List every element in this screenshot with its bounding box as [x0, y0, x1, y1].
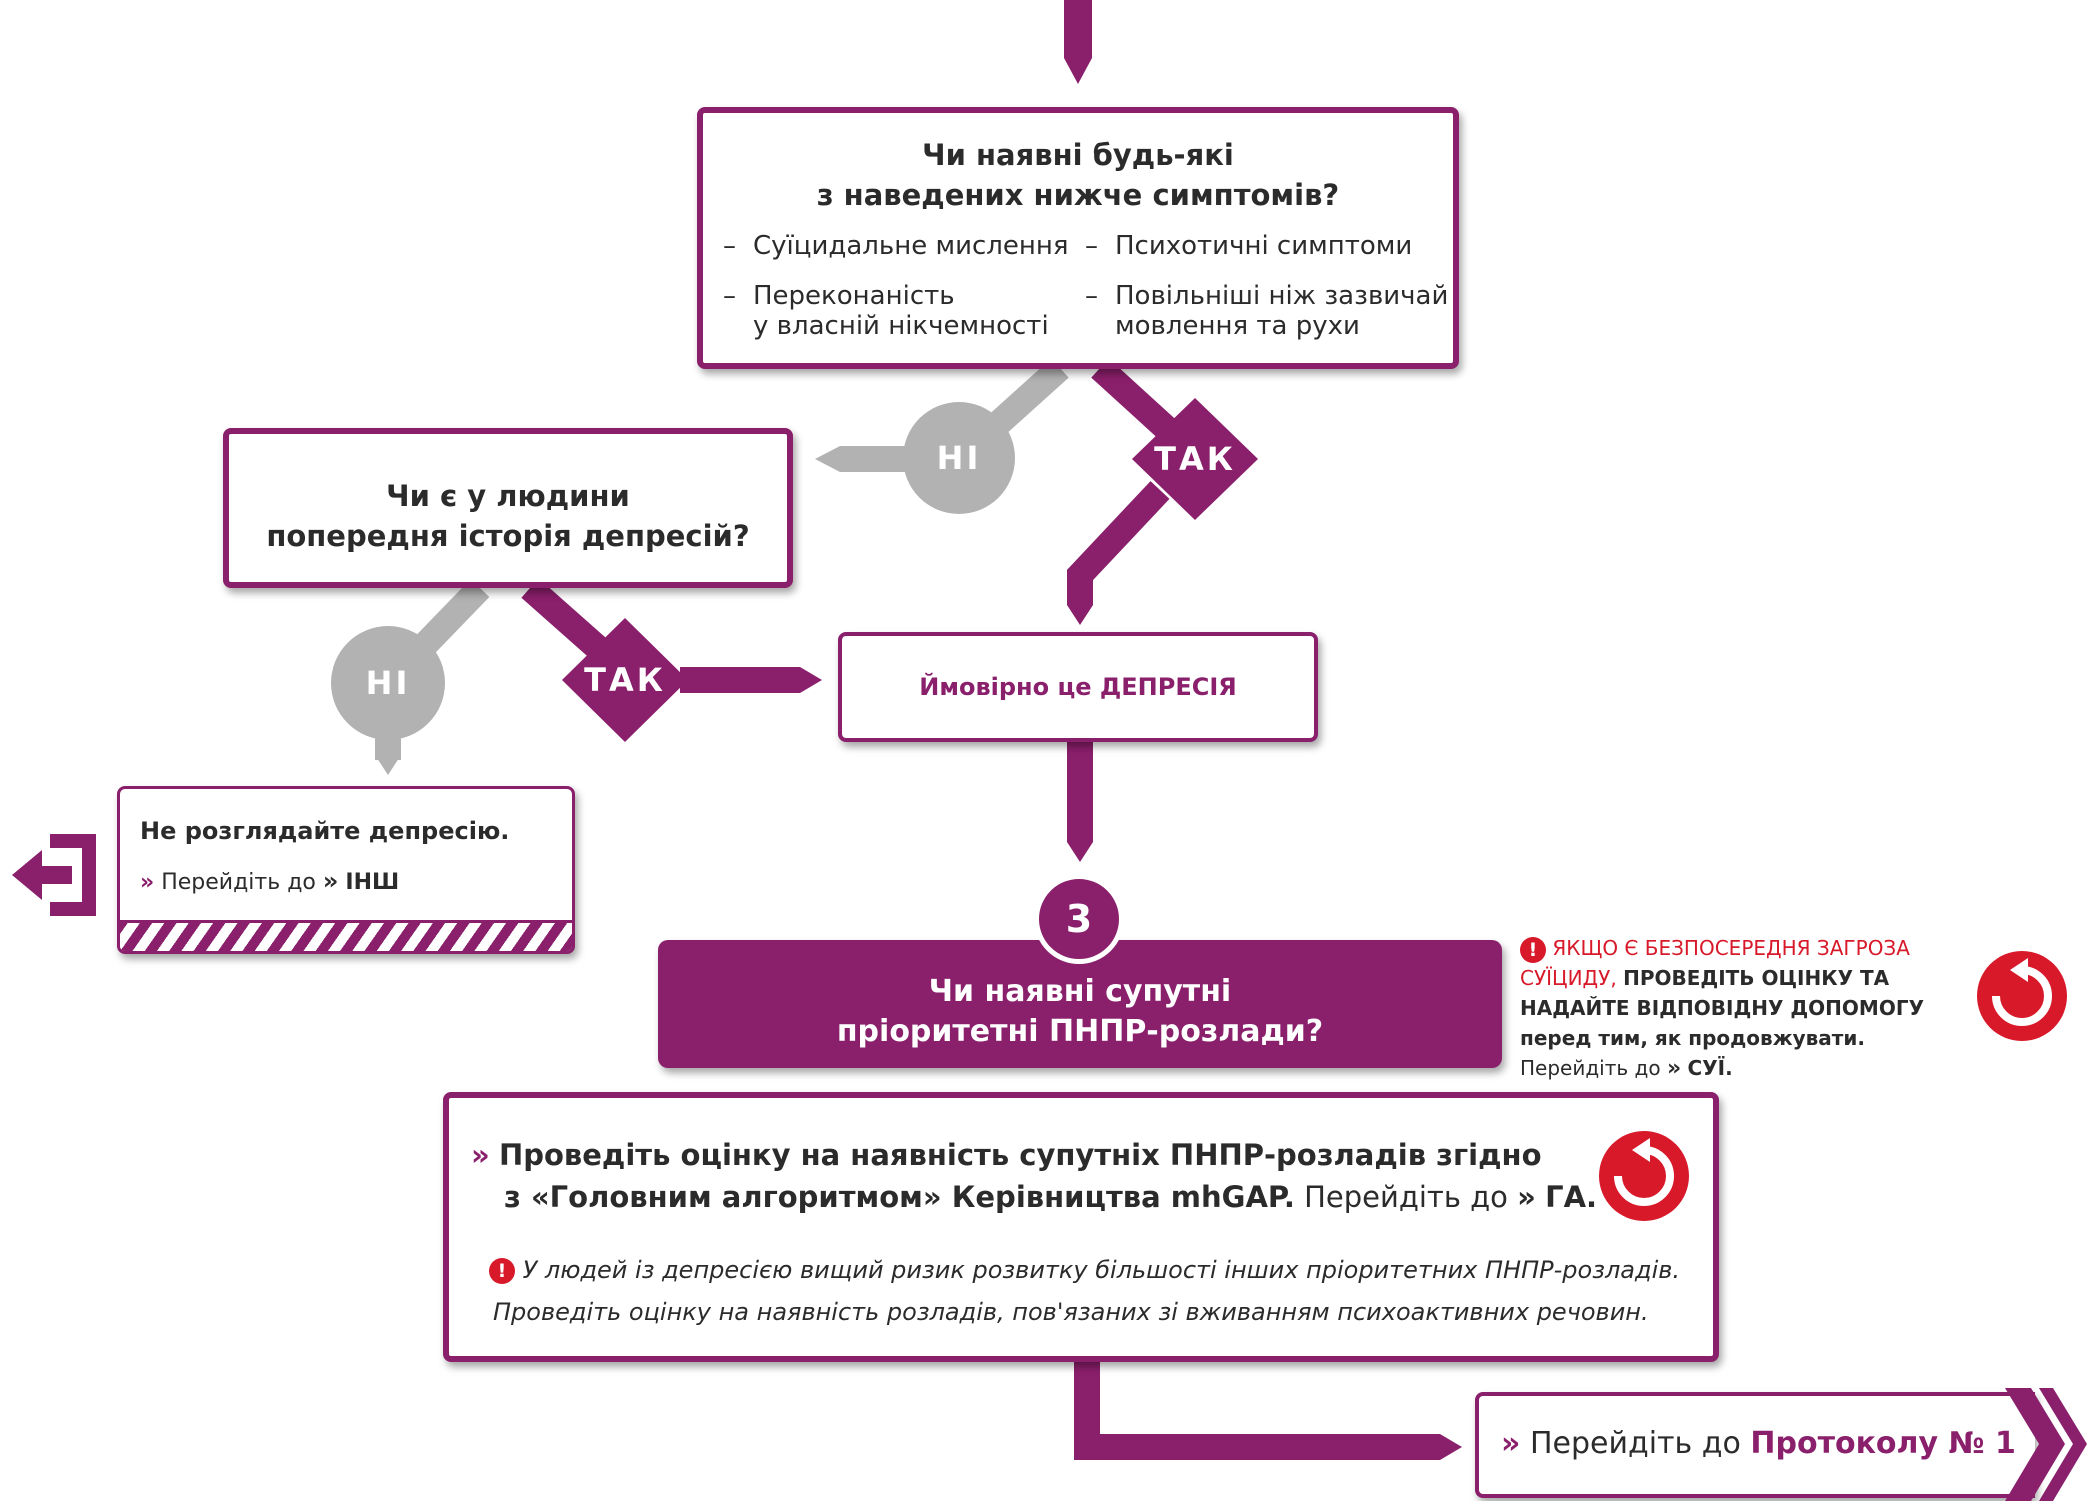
chevron-right-icon: »: [140, 870, 155, 895]
yes-label: ТАК: [584, 661, 666, 699]
assess-note-line2: Проведіть оцінку на наявність розладів, …: [493, 1298, 1649, 1326]
goto-main-algorithm-link[interactable]: з «Головним алгоритмом» Керівництва mhGA…: [504, 1180, 1598, 1214]
yes-branch-diamond: [562, 618, 688, 742]
history-question-line2: попередня історія депресій?: [266, 519, 750, 553]
return-icon[interactable]: [1598, 1130, 1690, 1222]
step-number-circle: 3: [1034, 874, 1124, 964]
symptoms-question-title-line2: з наведених нижче симптомів?: [816, 178, 1340, 212]
assess-comorbid-box: » Проведіть оцінку на наявність супутніх…: [443, 1092, 1719, 1362]
warning-icon: !: [489, 1258, 515, 1284]
suicide-alert: ! ЯКЩО Є БЕЗПОСЕРЕДНЯ ЗАГРОЗА СУЇЦИДУ, П…: [1520, 933, 1980, 1084]
probable-depression-box: Ймовірно це ДЕПРЕСІЯ: [838, 632, 1318, 742]
symptom-item: –Психотичні симптоми: [1085, 231, 1413, 261]
do-not-consider-title: Не розглядайте депресію.: [140, 817, 510, 845]
no-branch-circle: НІ: [903, 402, 1015, 514]
exit-arrow-icon[interactable]: [10, 830, 98, 920]
assess-instruction: » Проведіть оцінку на наявність супутніх…: [471, 1138, 1542, 1172]
double-chevron-right-icon[interactable]: [2005, 1388, 2087, 1501]
warning-icon: !: [1520, 936, 1546, 963]
goto-suicide-link[interactable]: Перейдіть до » СУЇ.: [1520, 1056, 1733, 1081]
step3-title-line1: Чи наявні супутні: [928, 974, 1232, 1009]
history-question-line1: Чи є у людини: [386, 479, 630, 513]
chevron-right-icon: »: [471, 1138, 490, 1172]
yes-label: ТАК: [1154, 440, 1236, 478]
step3-title-line2: пріоритетні ПНПР-розлади?: [836, 1014, 1324, 1049]
symptom-item: –Суїцидальне мислення: [723, 231, 1069, 261]
return-icon[interactable]: [1976, 950, 2068, 1042]
history-question-box: Чи є у людини попередня історія депресій…: [223, 428, 793, 588]
protocol-target: Протоколу № 1: [1750, 1426, 2016, 1461]
chevron-right-icon: »: [1501, 1426, 1521, 1461]
do-not-consider-box: Не розглядайте депресію. » Перейдіть до …: [117, 786, 575, 954]
symptoms-question-title-line1: Чи наявні будь-які: [922, 138, 1234, 172]
assess-note-line1: У людей із депресією вищий ризик розвитк…: [522, 1256, 1681, 1284]
symptoms-question-box: Чи наявні будь-які з наведених нижче сим…: [697, 107, 1459, 369]
no-branch-circle: НІ: [331, 626, 445, 740]
protocol-link-box[interactable]: » Перейдіть до Протоколу № 1: [1475, 1392, 2035, 1498]
probable-depression-label: Ймовірно це ДЕПРЕСІЯ: [919, 673, 1237, 701]
yes-branch-diamond: [1132, 398, 1258, 520]
goto-other-link[interactable]: » Перейдіть до » ІНШ: [140, 867, 400, 895]
hatched-footer: [120, 920, 572, 951]
